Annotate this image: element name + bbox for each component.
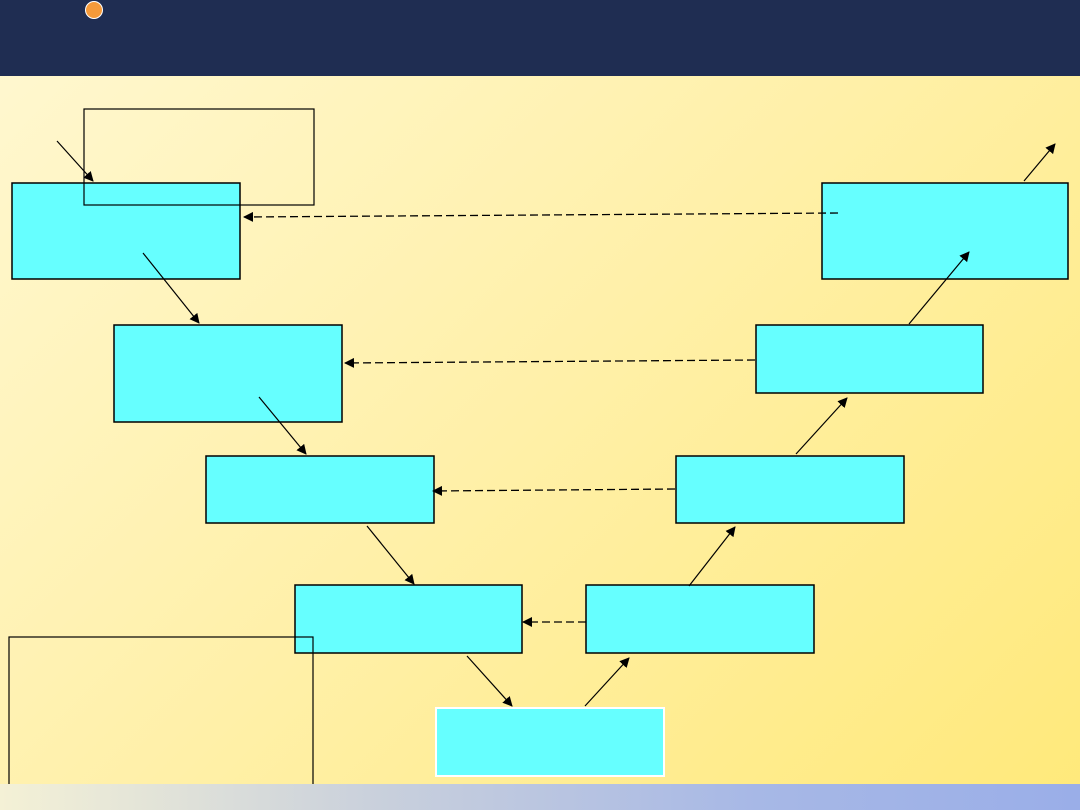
- left-box-4: [294, 584, 523, 654]
- right-box-3: [675, 455, 905, 524]
- arrow-down-1: [142, 252, 200, 324]
- arrow-down-2: [258, 396, 307, 455]
- left-box-3: [205, 455, 435, 524]
- arrow-up-4: [908, 251, 970, 325]
- bullet-dot-icon: [85, 1, 103, 19]
- arrow-down-4: [466, 655, 513, 707]
- note-box-bottom: [8, 636, 314, 793]
- right-box-4: [585, 584, 815, 654]
- header-bar: [0, 0, 1080, 76]
- arrow-up-2: [688, 526, 736, 587]
- arrow-up-1: [584, 657, 630, 707]
- arrow-exit: [1023, 143, 1056, 182]
- footer-bar: [0, 784, 1080, 810]
- dashed-arrow-level-2: [344, 357, 756, 368]
- arrow-down-3: [366, 525, 415, 585]
- left-box-2: [113, 324, 343, 423]
- right-box-2: [755, 324, 984, 394]
- bottom-box: [435, 707, 665, 777]
- dashed-arrow-level-1: [243, 211, 839, 222]
- arrow-entry: [56, 140, 94, 182]
- dashed-arrow-level-3: [432, 485, 676, 496]
- note-box-top: [83, 108, 315, 206]
- right-box-1: [821, 182, 1069, 280]
- left-box-1: [11, 182, 241, 280]
- arrow-up-3: [795, 397, 848, 455]
